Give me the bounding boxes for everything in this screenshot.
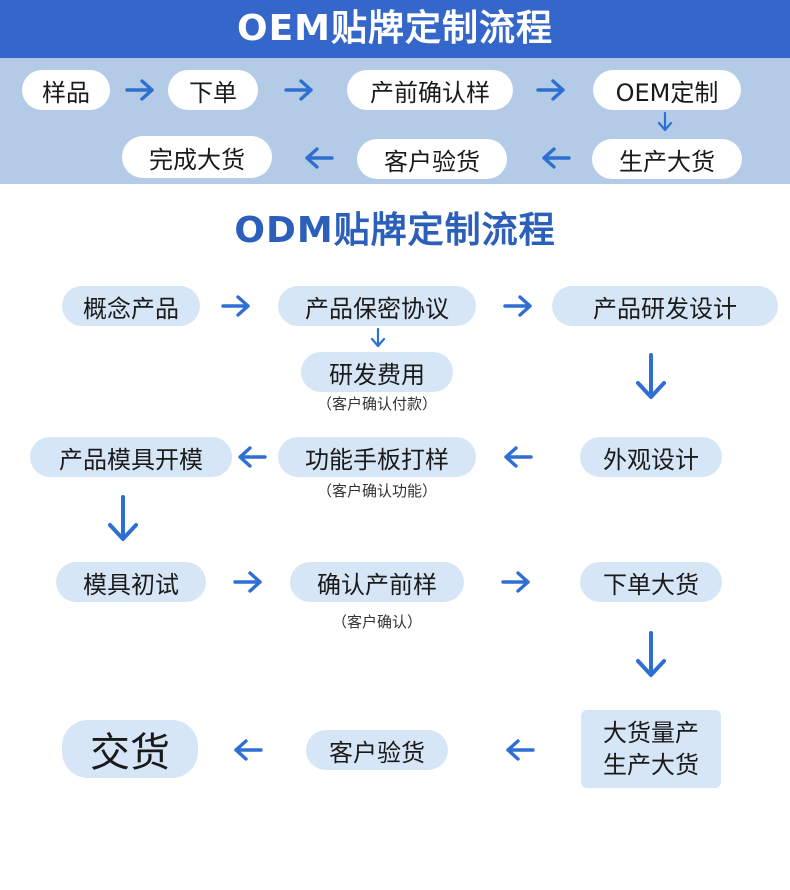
odm-mass-production-line2: 生产大货 [603,751,699,779]
arrow-down-icon [636,631,666,677]
arrow-left-icon [305,147,334,169]
odm-title: ODM贴牌定制流程 [234,210,556,251]
odm-prototype-note: （客户确认功能） [316,482,437,500]
odm-step-preproduction-sample: 确认产前样 [290,562,464,602]
arrow-right-icon [284,79,313,101]
arrow-left-icon [234,739,263,761]
odm-step-nda: 产品保密协议 [278,286,476,326]
odm-step-customer-inspection: 客户验货 [306,730,448,770]
odm-mass-production-line1: 大货量产 [603,719,699,747]
odm-step-prototype: 功能手板打样 [278,437,476,477]
arrow-left-icon [542,147,571,169]
arrow-right-icon [221,295,250,317]
arrow-left-icon [238,446,267,468]
arrow-right-icon [536,79,565,101]
odm-preproduction-note: （客户确认） [331,613,422,631]
oem-title: OEM贴牌定制流程 [236,8,554,49]
arrow-right-icon [125,79,154,101]
arrow-down-icon [370,327,386,348]
arrow-right-icon [501,571,530,593]
arrow-left-icon [504,446,533,468]
odm-step-appearance: 外观设计 [580,437,722,477]
odm-step-delivery: 交货 [62,720,198,778]
oem-step-preproduction-sample: 产前确认样 [347,70,513,110]
odm-step-rnd: 产品研发设计 [552,286,778,326]
odm-rnd-cost-note: （客户确认付款） [316,395,437,413]
odm-step-mold-trial: 模具初试 [56,562,206,602]
oem-step-order: 下单 [168,70,258,110]
oem-step-oem-custom: OEM定制 [593,70,741,110]
arrow-down-icon [108,495,138,541]
arrow-right-icon [503,295,532,317]
odm-step-mass-production: 大货量产 生产大货 [581,710,721,788]
oem-step-production: 生产大货 [592,139,742,179]
odm-step-mold: 产品模具开模 [30,437,232,477]
oem-step-sample: 样品 [22,70,110,110]
arrow-down-icon [657,111,673,132]
arrow-left-icon [506,739,535,761]
odm-step-concept: 概念产品 [62,286,200,326]
oem-header: OEM贴牌定制流程 [0,0,790,58]
oem-step-customer-inspection: 客户验货 [357,139,507,179]
oem-step-complete: 完成大货 [122,136,272,178]
odm-step-bulk-order: 下单大货 [580,562,722,602]
arrow-right-icon [233,571,262,593]
arrow-down-icon [636,353,666,399]
odm-step-rnd-cost: 研发费用 [301,352,453,392]
